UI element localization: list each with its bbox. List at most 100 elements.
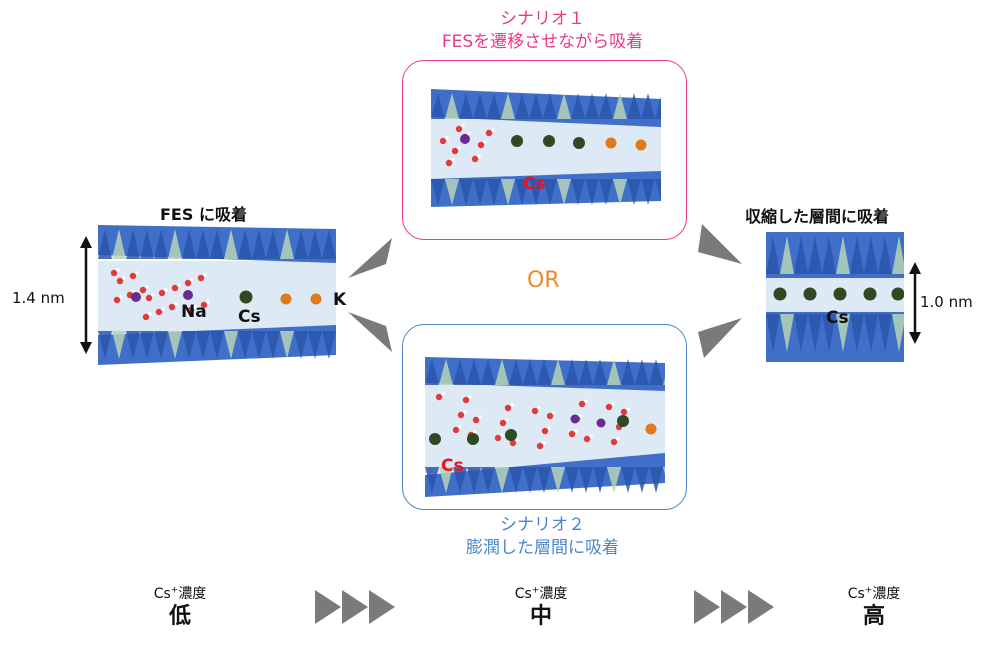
s2-cs-atom-2 (467, 433, 479, 445)
s2-water-11 (462, 396, 470, 404)
s2-water-21-h (458, 425, 462, 429)
s1-k-atom-0 (605, 137, 617, 149)
progress-chevrons-1 (315, 590, 395, 624)
s1-na-atom (460, 134, 470, 144)
r-cs-atom-0 (773, 287, 787, 301)
s2-water-12 (499, 419, 507, 427)
concentration-low-caption: Cs+濃度 (140, 583, 220, 603)
left-na-label: Na (181, 302, 207, 322)
r-cs-atom-3 (863, 287, 877, 301)
l-water-1 (139, 286, 147, 294)
l-na-atom-1 (183, 290, 193, 300)
l-k-atom-0 (280, 293, 292, 305)
s2-water-12-h (505, 418, 509, 422)
s2-water-1-h (478, 415, 482, 419)
l-water-11-h (135, 271, 139, 275)
s2-water-17-h (500, 433, 504, 437)
s1-cs-atom-1 (543, 135, 555, 147)
s2-water-2-h (515, 438, 519, 442)
l-water-8-h (148, 312, 152, 316)
or-text: OR (527, 268, 560, 293)
concentration-mid-suffix: 濃度 (539, 586, 568, 602)
l-water-8 (142, 313, 150, 321)
l-water-6-h (190, 278, 194, 282)
scenario2-box: Cs (402, 324, 687, 510)
scenario2-structure (425, 357, 665, 497)
s2-cs-atom-3 (505, 429, 517, 441)
l-water-2 (168, 303, 176, 311)
s2-water-18-h (537, 406, 541, 410)
s1-water-6 (455, 125, 463, 133)
s2-water-7 (504, 404, 512, 412)
l-water-11 (129, 272, 137, 280)
progress-chevrons-2 (694, 590, 774, 624)
l-water-15-h (151, 293, 155, 297)
s2-water-8-h (547, 426, 551, 430)
s2-water-1 (472, 416, 480, 424)
l-water-9 (171, 284, 179, 292)
s2-water-20-h (611, 402, 615, 406)
s2-water-14-h (579, 414, 583, 418)
s2-water-6-h (473, 430, 477, 434)
l-water-14-h (122, 276, 126, 280)
r-cs-atom-2 (833, 287, 847, 301)
concentration-high-caption: Cs+濃度 (834, 583, 914, 603)
s1-water-0 (439, 137, 447, 145)
right-distance-label: 1.0 nm (920, 293, 973, 311)
left-distance-arrow (80, 236, 92, 354)
right-title: 収縮した層間に吸着 (745, 207, 890, 226)
l-water-3-h (203, 273, 207, 277)
l-k-atom-1 (310, 293, 322, 305)
s2-na-atom-1 (596, 418, 606, 428)
l-water-0 (110, 269, 118, 277)
scenario2-title-line2: 膨潤した層間に吸着 (466, 538, 619, 558)
scenario1-cs-label: Cs (523, 174, 546, 194)
s1-water-5-h (483, 140, 487, 144)
l-water-13-h (193, 305, 197, 309)
concentration-low-sup: + (170, 585, 179, 596)
l-water-9-h (177, 283, 181, 287)
s2-water-4-h (589, 434, 593, 438)
l-water-0-h (116, 268, 120, 272)
arrow-scenario2-to-right (698, 318, 742, 358)
l-water-5 (155, 308, 163, 316)
s1-k-atom-1 (635, 139, 647, 151)
s2-water-0 (435, 393, 443, 401)
scenario1-title-line1: シナリオ１ (500, 9, 585, 29)
l-water-10-h (206, 300, 210, 304)
scenario1-box: Cs (402, 60, 687, 240)
s1-water-7-h (491, 128, 495, 132)
concentration-high-sup: + (864, 585, 873, 596)
scenario2-title: シナリオ２ 膨潤した層間に吸着 (380, 514, 705, 560)
arrow-scenario1-to-right (698, 224, 742, 264)
s2-water-13 (536, 442, 544, 450)
s2-water-3-h (552, 411, 556, 415)
l-water-15 (145, 294, 153, 302)
s1-water-6-h (461, 124, 465, 128)
right-distance-arrow (909, 262, 921, 344)
concentration-low-prefix: Cs (153, 586, 171, 602)
scenario2-title-line1: シナリオ２ (500, 515, 585, 535)
s2-water-3 (546, 412, 554, 420)
r-cs-atom-1 (803, 287, 817, 301)
s1-water-7 (485, 129, 493, 137)
s2-water-19-h (574, 429, 578, 433)
concentration-high-prefix: Cs (847, 586, 865, 602)
left-distance-label: 1.4 nm (12, 289, 65, 307)
s2-water-5-h (626, 407, 630, 411)
concentration-mid-caption: Cs+濃度 (501, 583, 581, 603)
s2-water-9-h (584, 399, 588, 403)
s2-water-15 (610, 438, 618, 446)
left-cs-label: Cs (238, 307, 261, 327)
concentration-low-suffix: 濃度 (178, 586, 207, 602)
l-water-5-h (161, 307, 165, 311)
s2-water-15-h (616, 437, 620, 441)
scenario2-cs-label: Cs (441, 456, 464, 476)
s2-cs-atom-0 (617, 415, 629, 427)
s2-water-5 (620, 408, 628, 416)
concentration-mid-prefix: Cs (514, 586, 532, 602)
right-cs-label: Cs (826, 308, 849, 328)
s2-water-16 (457, 411, 465, 419)
s1-water-4 (471, 155, 479, 163)
left-structure (98, 225, 336, 365)
